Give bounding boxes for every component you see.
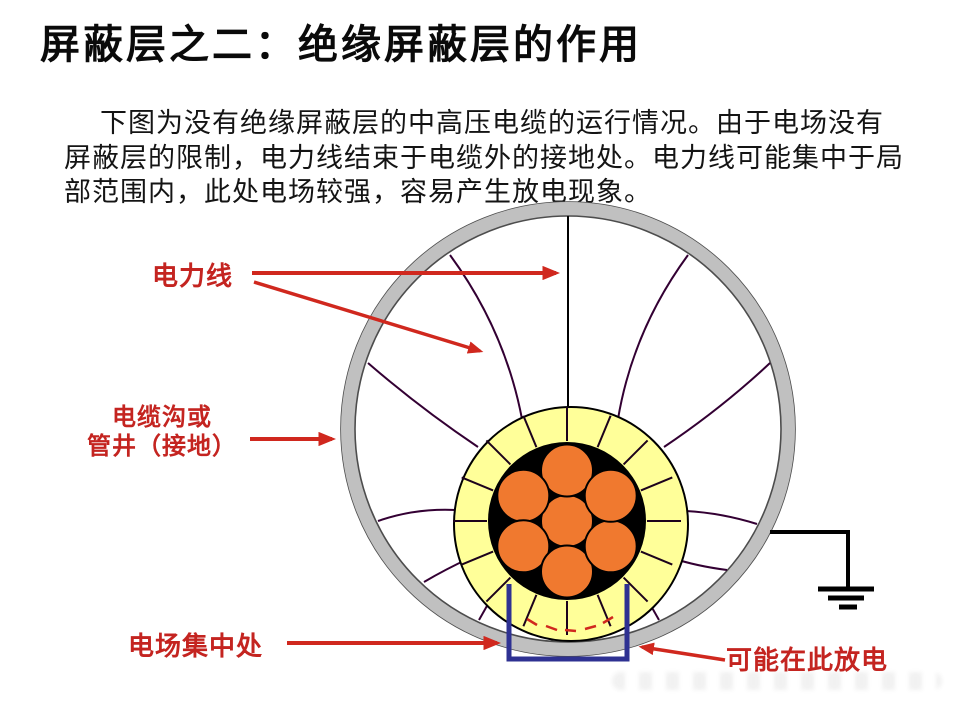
callout-arrows <box>250 265 726 662</box>
conductor-strands <box>496 443 638 599</box>
field-lines-arrow-diagonal <box>253 280 484 354</box>
cable-duct-label: 电缆沟或 管井（接地） <box>84 402 240 460</box>
body-text-line-2: 屏蔽层的限制，电力线结束于电缆外的接地处。电力线可能集中于局 <box>64 143 904 174</box>
page-title: 屏蔽层之二：绝缘屏蔽层的作用 <box>40 21 642 68</box>
discharge-label: 可能在此放电 <box>726 646 889 676</box>
cable-duct-label-line2: 管井（接地） <box>87 431 237 460</box>
earth-ground-icon <box>770 530 874 610</box>
discharge-marks <box>526 615 614 633</box>
field-concentration-bracket <box>506 584 630 662</box>
field-lines-label: 电力线 <box>152 262 234 292</box>
watermark <box>612 672 942 690</box>
cable-duct-label-line1: 电缆沟或 <box>112 402 212 431</box>
body-text-line-1: 下图为没有绝缘屏蔽层的中高压电缆的运行情况。由于电场没有 <box>100 108 884 139</box>
discharge-arrow <box>638 642 726 662</box>
field-concentration-label: 电场集中处 <box>128 632 264 662</box>
